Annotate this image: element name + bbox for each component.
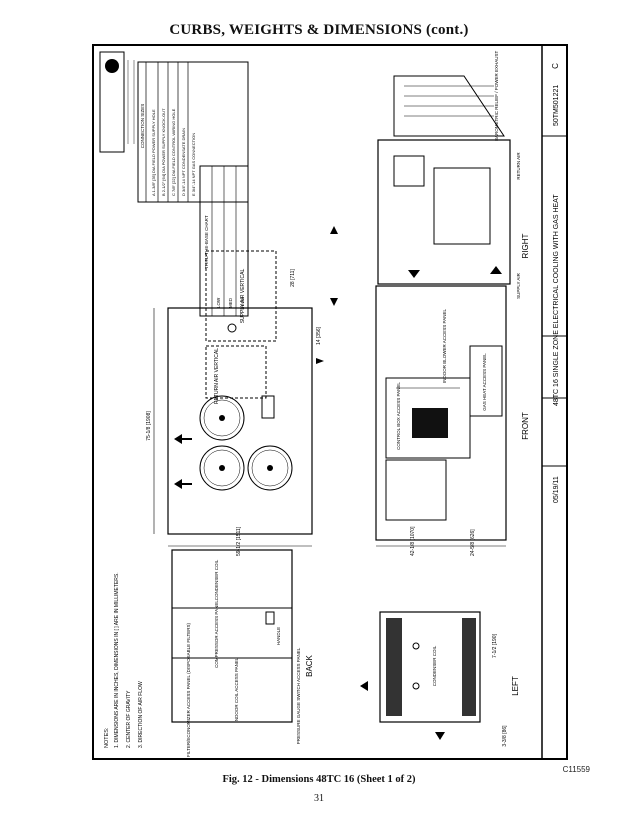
heat-row-high: HIGH [240,297,245,308]
connection-row-a: A 1-3/8" [35] DIA FIELD POWER SUPPLY HOL… [151,109,156,196]
condenser-coil-left-label: CONDENSER COIL [432,645,437,686]
indoor-coil-label: INDOOR COIL ACCESS PANEL [234,657,239,722]
gas-heat-label: GAS HEAT ACCESS PANEL [482,353,487,411]
compressor-access-label: COMPRESSOR ACCESS PANEL [214,600,219,668]
connection-table-title: CONNECTION SIZES [140,104,145,149]
base-dimension: 24-5/8 [626] [470,529,476,556]
overall-length-dimension: 75-1/8 [1908] [146,411,152,441]
front-view: CONTROL BOX ACCESS PANEL INDOOR BLOWER A… [375,285,530,556]
drawing-number: 50TM501221 [553,85,560,126]
technical-drawing: 48TC 16 SINGLE ZONE ELECTRICAL COOLING W… [99,46,566,758]
curb-dimension: 28 [711] [290,269,296,287]
drawing-sheet: 48TC 16 SINGLE ZONE ELECTRICAL COOLING W… [92,44,568,760]
barometric-relief-label: BAROMETRIC RELIEF / POWER EXHAUST [494,50,499,141]
note-1: 1. DIMENSIONS ARE IN INCHES, DIMENSIONS … [114,572,120,748]
figure-id: C11559 [562,765,590,774]
page-heading: CURBS, WEIGHTS & DIMENSIONS (cont.) [169,22,469,38]
condenser-coil-back-label: CONDENSER COIL [214,559,219,600]
front-view-label: FRONT [521,412,530,440]
figure-caption: Fig. 12 - Dimensions 48TC 16 (Sheet 1 of… [222,774,416,785]
left-view: CONDENSER COIL LEFT 7-1/2 [190] 3-3/8 [8… [360,611,520,747]
left-view-label: LEFT [511,676,520,696]
control-box-label: CONTROL BOX ACCESS PANEL [396,382,401,450]
notes-header: NOTES: [104,727,110,748]
connection-row-b: B 2-1/2" [64] DIA POWER SUPPLY KNOCK-OUT [161,108,166,196]
back-view: CONDENSER COIL COMPRESSOR ACCESS PANEL F… [171,549,314,757]
note-2: 2. CENTER OF GRAVITY [126,690,132,748]
back-view-label: BACK [305,654,314,676]
connection-row-c: C 7/8" [22] DIA FIELD CONTROL WIRING HOL… [171,108,176,196]
drawing-date: 05/19/11 [553,476,560,503]
opening-dimension: 14 [356] [316,326,322,345]
small-dimension-a: 7-1/2 [190] [492,633,498,658]
title-block-title: 48TC 16 SINGLE ZONE ELECTRICAL COOLING W… [553,194,560,406]
supply-air-label: SUPPLY AIR [516,272,521,299]
notice-block [99,51,135,153]
connection-table: CONNECTION SIZES A 1-3/8" [35] DIA FIELD… [137,61,249,317]
indoor-blower-label: INDOOR BLOWER ACCESS PANEL [442,309,447,383]
revision: C [551,63,560,69]
pressure-switch-label: PRESSURE GAUGE SWITCH ACCESS PANEL [296,647,301,744]
connection-row-e: E 3/4"-14 NPT GAS CONNECTION [191,133,196,196]
return-air-vertical-label: RETURN AIR VERTICAL [214,348,220,404]
title-block: 48TC 16 SINGLE ZONE ELECTRICAL COOLING W… [541,46,566,758]
heat-row-med: MED [228,297,233,308]
overall-width-dimension: 59-1/2 [1511] [236,526,242,556]
filter-access-label: FILTER/ECONOMIZER ACCESS PANEL (DISPOSAB… [186,622,191,757]
note-3: 3. DIRECTION OF AIR FLOW [138,681,144,748]
return-air-label: RETURN AIR [516,152,521,180]
supply-air-vertical-label: SUPPLY AIR VERTICAL [240,269,246,324]
heat-row-low: LOW [216,297,221,308]
page-number: 31 [314,793,324,804]
handle-label: HANDLE [276,627,281,645]
small-dimension-b: 3-3/8 [86] [502,725,508,747]
notes-block: NOTES: 1. DIMENSIONS ARE IN INCHES, DIME… [104,572,144,748]
right-view-label: RIGHT [521,233,530,258]
connection-row-d: D 3/4"-14 NPT CONDENSATE DRAIN [181,128,186,196]
right-view: BAROMETRIC RELIEF / POWER EXHAUST RIGHT … [377,50,530,299]
height-dimension: 42-1/8 [1070] [410,526,416,556]
top-view: RETURN AIR VERTICAL SUPPLY AIR VERTICAL … [146,226,338,556]
heat-table-title: THRU-THE-BASE CHART [204,215,209,268]
